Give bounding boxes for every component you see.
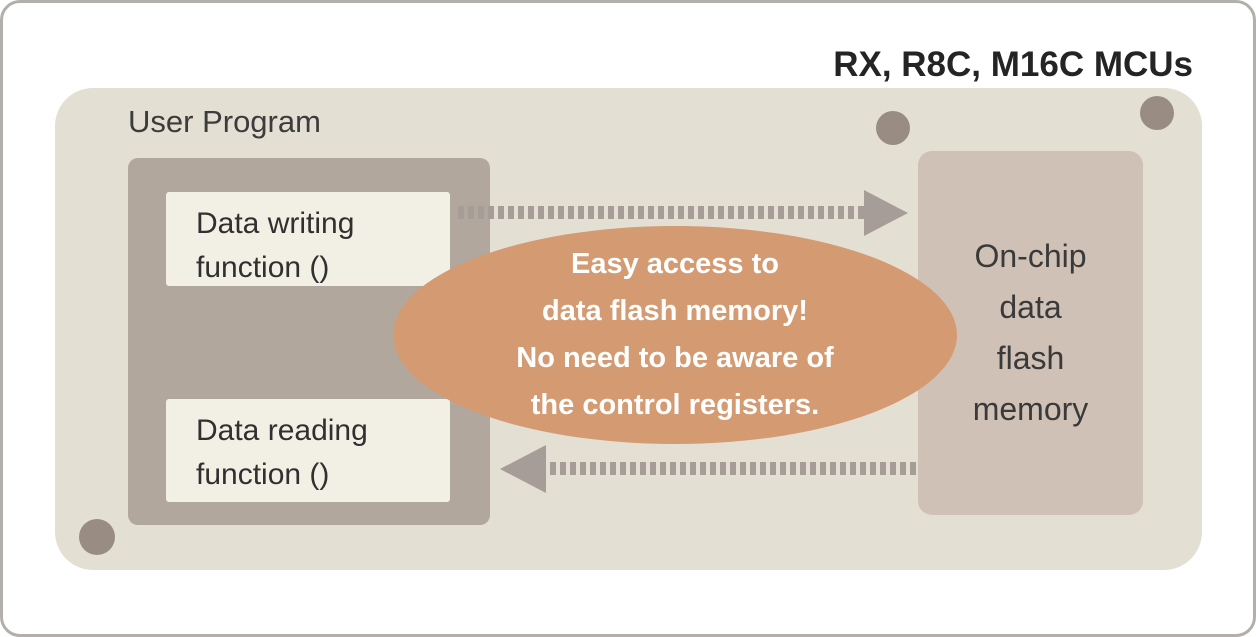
read-arrow-head-icon	[500, 445, 546, 493]
callout-line4: the control registers.	[530, 389, 820, 421]
data-writing-function-box: Data writing function ()	[166, 192, 450, 286]
write-arrow-head-icon	[864, 190, 908, 236]
callout-line2: data flash memory!	[542, 295, 808, 327]
write-arrow-dashed-line	[458, 206, 866, 219]
data-reading-function-line1: Data reading	[196, 414, 368, 447]
data-reading-function-line2: function ()	[196, 458, 330, 491]
mcu-family-title: RX, R8C, M16C MCUs	[833, 45, 1193, 84]
mcu-chip-body: User Program Data writing function () Da…	[55, 88, 1202, 570]
memory-box-line2: data	[999, 289, 1062, 325]
memory-box-line3: flash	[996, 340, 1065, 376]
callout-ellipse: Easy access to data flash memory! No nee…	[393, 226, 957, 444]
memory-box-line1: On-chip	[974, 238, 1087, 274]
user-program-label: User Program	[128, 104, 321, 139]
data-writing-function-line1: Data writing	[196, 207, 355, 240]
data-reading-function-box: Data reading function ()	[166, 399, 450, 502]
memory-box-line4: memory	[972, 391, 1089, 427]
read-arrow-dashed-line	[550, 462, 918, 475]
callout-line3: No need to be aware of	[516, 342, 834, 374]
callout-line1: Easy access to	[571, 248, 779, 280]
screw-dot-icon	[79, 519, 115, 555]
screw-dot-icon	[876, 111, 910, 145]
screw-dot-icon	[1140, 96, 1174, 130]
data-writing-function-line2: function ()	[196, 251, 330, 284]
